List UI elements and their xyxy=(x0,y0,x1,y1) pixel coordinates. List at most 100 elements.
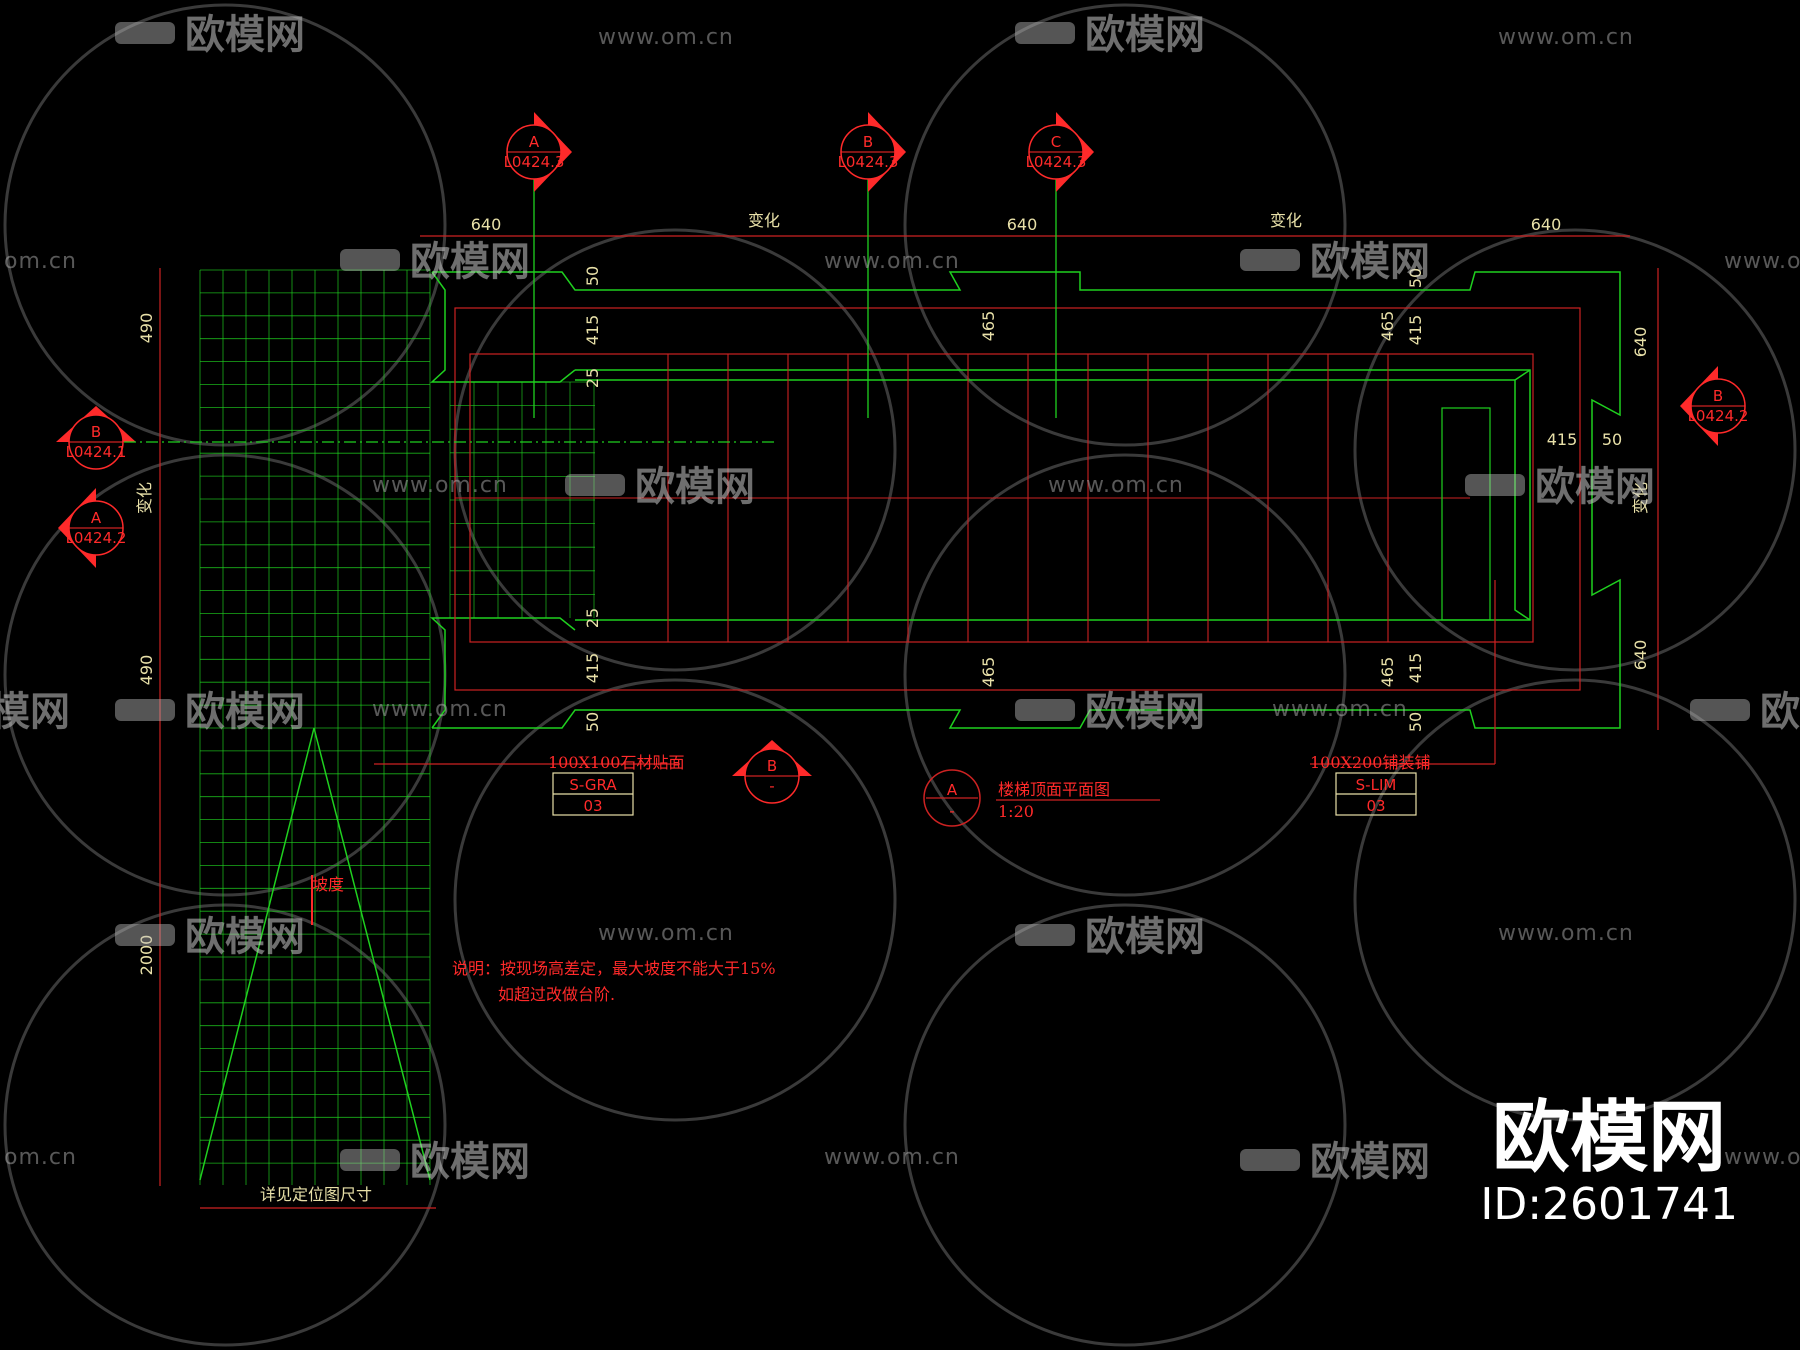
watermark-url: www.om.cn xyxy=(1498,921,1634,946)
stair-treads xyxy=(454,307,1581,691)
watermark-logo: 欧模网 xyxy=(1085,914,1205,960)
watermark-circle xyxy=(453,228,897,672)
brand-name: 欧模网 xyxy=(1492,1093,1727,1183)
watermark-url: om.cn xyxy=(4,249,77,274)
dim-inner-415-h: 415 xyxy=(1547,430,1578,449)
watermark-circle xyxy=(3,3,447,447)
dim-inner-465-c: 465 xyxy=(1378,311,1397,342)
section-sheet: L0424.3 xyxy=(1026,153,1087,171)
section-letter: C xyxy=(1051,133,1061,151)
watermark-sofa-icon xyxy=(1015,699,1075,721)
watermark-sofa-icon xyxy=(1015,22,1075,44)
landing-block xyxy=(1441,407,1491,621)
callout-right-num: 03 xyxy=(1366,797,1385,815)
section-letter: A xyxy=(91,509,102,527)
watermark-logo: 欧模网 xyxy=(410,239,530,285)
dim-inner-50-bottom: 50 xyxy=(583,712,602,732)
watermark-circle xyxy=(903,903,1347,1347)
dim-right-label: 变化 xyxy=(1631,482,1650,514)
callout-left-code: S-GRA xyxy=(569,776,617,794)
section-letter: B xyxy=(1713,387,1723,405)
watermark-url: www.om.cn xyxy=(1498,25,1634,50)
ramp-slope-lines xyxy=(199,727,431,1181)
dim-inner-465-b: 465 xyxy=(979,657,998,688)
watermark-sofa-icon xyxy=(1690,699,1750,721)
watermark-url: om.cn xyxy=(4,1145,77,1170)
callout-left-num: 03 xyxy=(583,797,602,815)
title-text: 楼梯顶面平面图 xyxy=(998,780,1110,799)
dim-top-4: 变化 xyxy=(1270,211,1302,230)
watermark-logo: 欧模网 xyxy=(1085,689,1205,735)
watermark-url: www.om.cn xyxy=(1724,1145,1800,1170)
section-marker-b-top: B L0424.3 xyxy=(838,112,906,418)
design-note: 说明：按现场高差定，最大坡度不能大于15% 如超过改做台阶. xyxy=(452,959,776,1004)
watermark-logo: 欧模网 xyxy=(0,689,70,735)
stair-outline xyxy=(430,271,1621,729)
title-letter: A xyxy=(947,781,958,799)
dim-inner-50-h: 50 xyxy=(1602,430,1622,449)
watermark-circle xyxy=(3,903,447,1347)
watermark-logo: 欧模网 xyxy=(1085,12,1205,58)
section-marker-c-top: C L0424.3 xyxy=(1026,112,1094,418)
watermark-sofa-icon xyxy=(115,924,175,946)
watermark-url: www.om.cn xyxy=(824,249,960,274)
section-markers: AL0424.3BL0424.3CL0424.3BL0424.1AL0424.2… xyxy=(56,112,1748,804)
section-sheet: L0424.3 xyxy=(838,153,899,171)
section-letter: A xyxy=(529,133,540,151)
watermark-sofa-icon xyxy=(565,474,625,496)
watermark-sofa-icon xyxy=(1240,249,1300,271)
watermark-circle xyxy=(903,453,1347,897)
dim-inner-465-d: 465 xyxy=(1378,657,1397,688)
section-sheet: L0424.1 xyxy=(66,443,127,461)
slope-label: 坡度 xyxy=(312,875,344,894)
dim-inner-25-bottom: 25 xyxy=(583,608,602,628)
watermark-logo: 欧模网 xyxy=(410,1139,530,1185)
watermark-circle xyxy=(903,3,1347,447)
watermark-logo: 欧模网 xyxy=(1310,239,1430,285)
watermark-url: www.om.cn xyxy=(598,921,734,946)
watermark-url: www.om.cn xyxy=(372,473,508,498)
watermarks: 欧模网欧模网欧模网欧模网欧模网欧模网欧模网欧模网欧模网欧模网欧模网欧模网欧模网欧… xyxy=(0,12,1800,1185)
dim-top-5: 640 xyxy=(1531,215,1562,234)
watermark-url: www.om.cn xyxy=(598,25,734,50)
dim-left-label: 变化 xyxy=(135,482,154,514)
watermark-circle xyxy=(453,678,897,1122)
watermark-sofa-icon xyxy=(340,1149,400,1171)
dim-top-3: 640 xyxy=(1007,215,1038,234)
bottom-dim-label: 详见定位图尺寸 xyxy=(260,1185,372,1204)
section-marker-b-bottom: B- xyxy=(732,740,812,804)
watermark-url: www.om.cn xyxy=(824,1145,960,1170)
dim-right-1: 640 xyxy=(1631,327,1650,358)
material-callout-right: 100X200铺装铺 S-LIM 03 xyxy=(1310,580,1496,816)
section-sheet: - xyxy=(769,777,774,795)
note-line-1: 说明：按现场高差定，最大坡度不能大于15% xyxy=(452,959,776,978)
watermark-logo: 欧模网 xyxy=(635,464,755,510)
dim-inner-50-c: 50 xyxy=(1406,268,1425,288)
section-letter: B xyxy=(767,757,777,775)
watermark-logo: 欧模网 xyxy=(185,914,305,960)
watermark-sofa-icon xyxy=(115,22,175,44)
dim-inner-465-a: 465 xyxy=(979,311,998,342)
dimension-labels: 640 变化 640 变化 640 490 490 2000 变化 640 64… xyxy=(135,211,1650,1204)
dim-left-2: 490 xyxy=(137,655,156,686)
watermark-url: www.om.cn xyxy=(1048,473,1184,498)
watermark-sofa-icon xyxy=(1465,474,1525,496)
dimension-lines xyxy=(159,235,1659,1209)
section-sheet: L0424.2 xyxy=(1688,407,1749,425)
title-sub: - xyxy=(949,802,954,820)
watermark-sofa-icon xyxy=(1240,1149,1300,1171)
section-marker-b-right: B L0424.2 xyxy=(1680,366,1748,446)
dim-inner-25-top: 25 xyxy=(583,368,602,388)
dim-top-1: 640 xyxy=(471,215,502,234)
section-sheet: L0424.2 xyxy=(66,529,127,547)
brand-id: ID:2601741 xyxy=(1480,1179,1738,1230)
watermark-url: www.om.cn xyxy=(1724,249,1800,274)
dim-left-3: 2000 xyxy=(137,935,156,976)
brand-watermark: 欧模网 ID:2601741 xyxy=(1480,1096,1738,1230)
watermark-url: www.om.cn xyxy=(1272,697,1408,722)
section-letter: B xyxy=(863,133,873,151)
watermark-sofa-icon xyxy=(115,699,175,721)
